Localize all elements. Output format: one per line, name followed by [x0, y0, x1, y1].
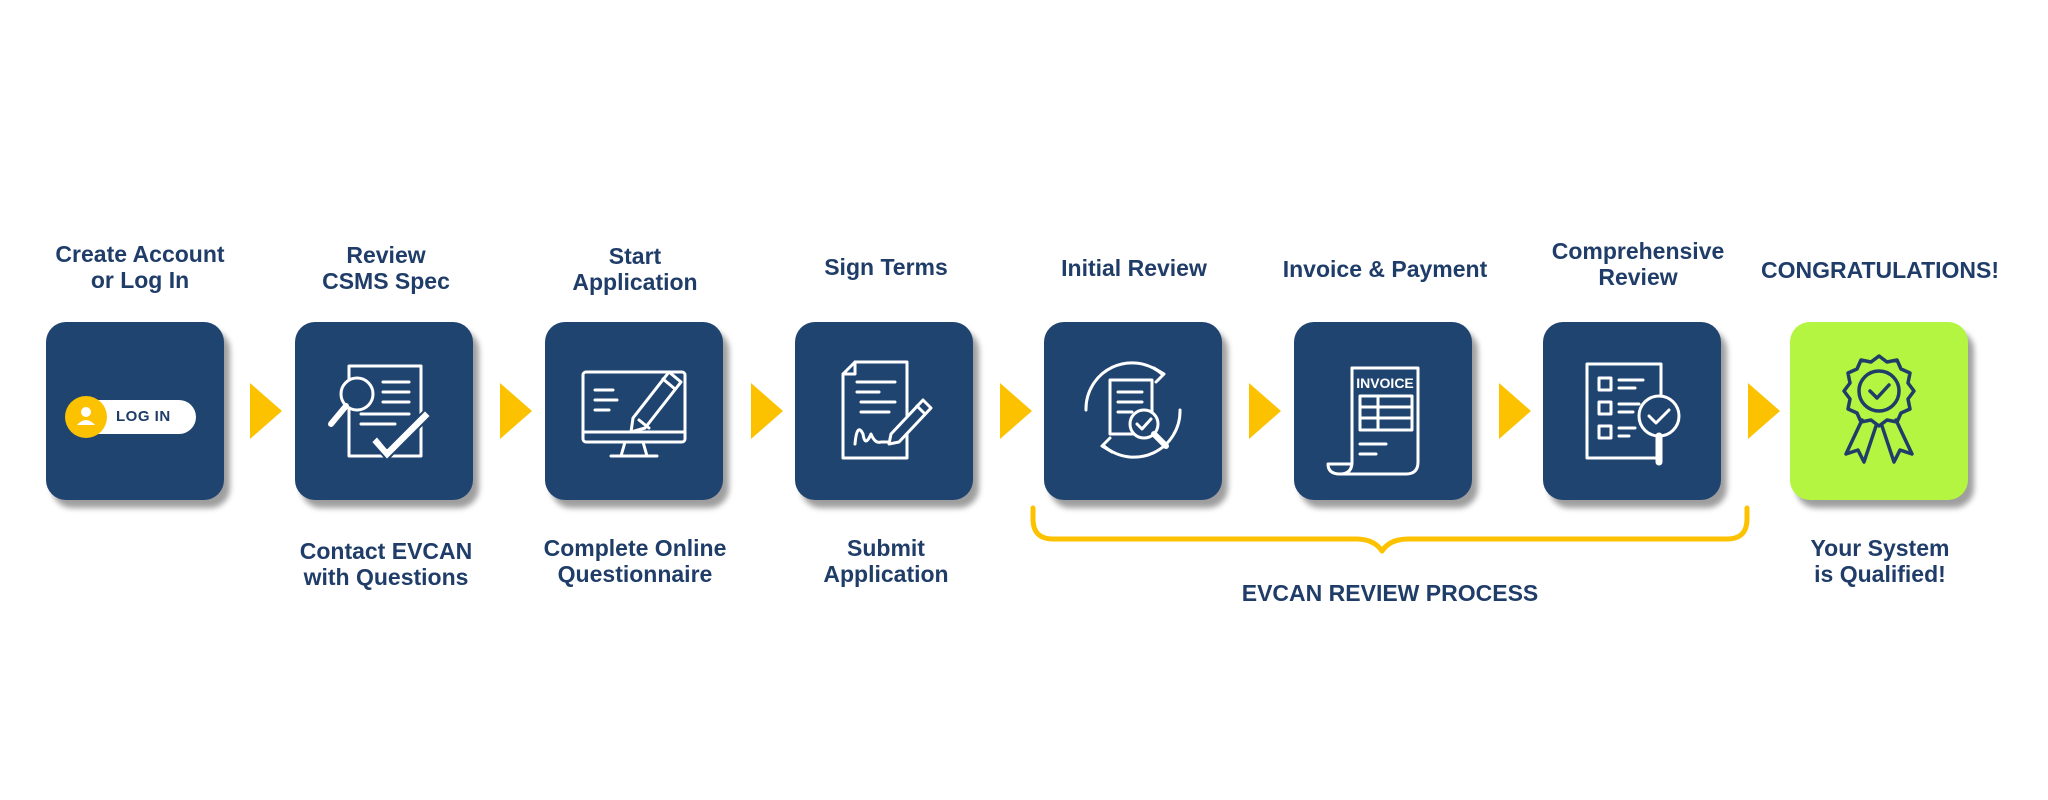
step-4-tile	[795, 322, 973, 500]
step-7-title: Comprehensive Review	[1551, 238, 1725, 290]
invoice-icon-text: INVOICE	[1356, 375, 1414, 391]
step-3-note: Complete Online Questionnaire	[543, 535, 727, 587]
step-arrow	[1499, 383, 1531, 439]
step-8-title: CONGRATULATIONS!	[1760, 257, 2000, 283]
step-4-note: Submit Application	[823, 535, 949, 587]
step-3-tile	[545, 322, 723, 500]
login-button: LOG IN	[65, 396, 196, 438]
step-7-tile	[1543, 322, 1721, 500]
checklist-search-icon	[1585, 362, 1681, 466]
computer-edit-icon	[581, 370, 687, 458]
step-arrow	[1748, 383, 1780, 439]
step-2-note: Contact EVCAN with Questions	[299, 538, 473, 590]
step-2-title: Review CSMS Spec	[322, 242, 450, 294]
document-review-icon	[328, 364, 432, 461]
step-arrow	[250, 383, 282, 439]
review-process-label: EVCAN REVIEW PROCESS	[1241, 580, 1539, 606]
step-1-title: Create Account or Log In	[55, 241, 225, 293]
review-process-brace	[1030, 505, 1750, 554]
user-icon	[65, 396, 107, 438]
signed-document-icon	[841, 360, 933, 460]
step-arrow	[1000, 383, 1032, 439]
invoice-icon: INVOICE	[1326, 366, 1420, 476]
step-5-title: Initial Review	[1061, 255, 1207, 281]
step-3-title: Start Application	[572, 243, 698, 295]
step-5-tile	[1044, 322, 1222, 500]
step-6-title: Invoice & Payment	[1282, 256, 1488, 282]
step-2-tile	[295, 322, 473, 500]
document-search-cycle-icon	[1084, 361, 1182, 459]
step-8-tile	[1790, 322, 1968, 500]
step-arrow	[500, 383, 532, 439]
login-label: LOG IN	[116, 408, 171, 425]
step-arrow	[751, 383, 783, 439]
step-6-tile: INVOICE	[1294, 322, 1472, 500]
step-8-note: Your System is Qualified!	[1810, 535, 1950, 587]
step-4-title: Sign Terms	[824, 254, 948, 280]
step-1-tile: LOG IN	[46, 322, 224, 500]
award-ribbon-icon	[1842, 354, 1916, 464]
step-arrow	[1249, 383, 1281, 439]
